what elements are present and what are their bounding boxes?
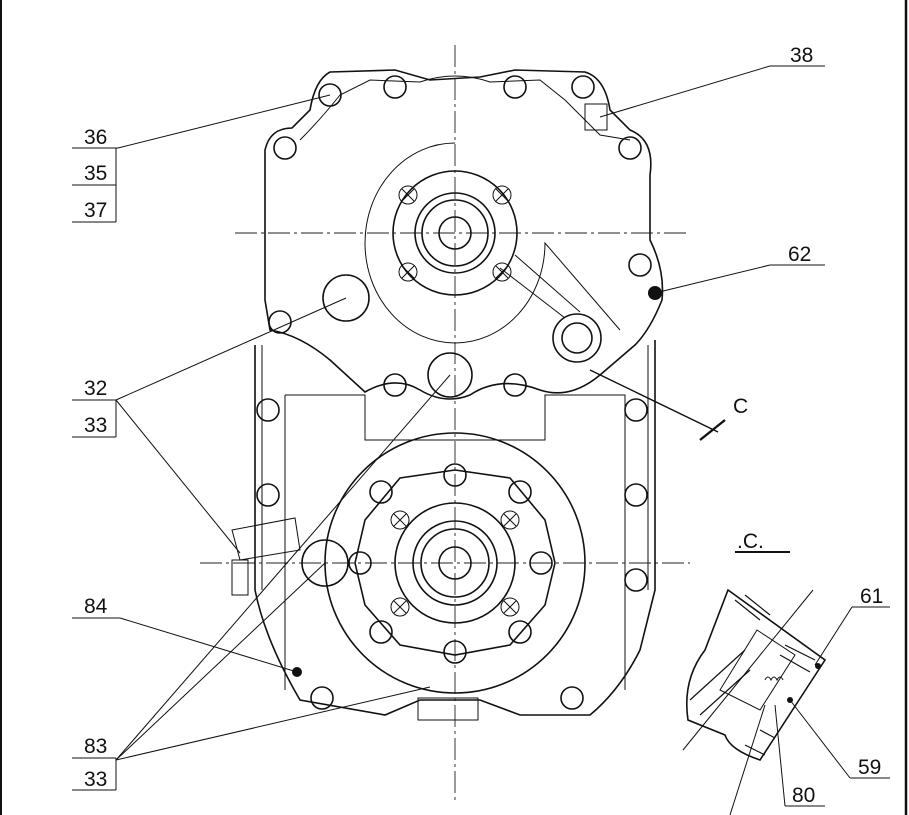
- callout-61: 61: [860, 585, 883, 608]
- callout-62: 62: [788, 243, 811, 266]
- callout-labels: 38 36 35 37 62 32 33 C 84 83 33 .C. 61 5…: [84, 44, 883, 807]
- callout-36: 36: [84, 126, 107, 149]
- leader-lines: [72, 65, 890, 815]
- callout-33-upper: 33: [84, 414, 107, 437]
- lower-bolts: [390, 510, 520, 617]
- callout-33-lower: 33: [84, 768, 107, 791]
- lower-housing: [231, 340, 656, 721]
- section-c-detail: [682, 588, 827, 761]
- bolt-holes: [256, 75, 652, 710]
- callout-37: 37: [84, 199, 107, 222]
- callout-80: 80: [792, 784, 815, 807]
- callout-38: 38: [790, 44, 813, 67]
- cross-bolts: [398, 185, 512, 282]
- callout-83: 83: [84, 735, 107, 758]
- callout-84: 84: [84, 595, 108, 618]
- callout-32: 32: [84, 377, 107, 400]
- section-arrow-label: C: [733, 395, 748, 418]
- section-c-title: .C.: [737, 530, 764, 553]
- callout-35: 35: [84, 162, 107, 185]
- callout-59: 59: [858, 756, 881, 779]
- upper-cover: [264, 69, 664, 400]
